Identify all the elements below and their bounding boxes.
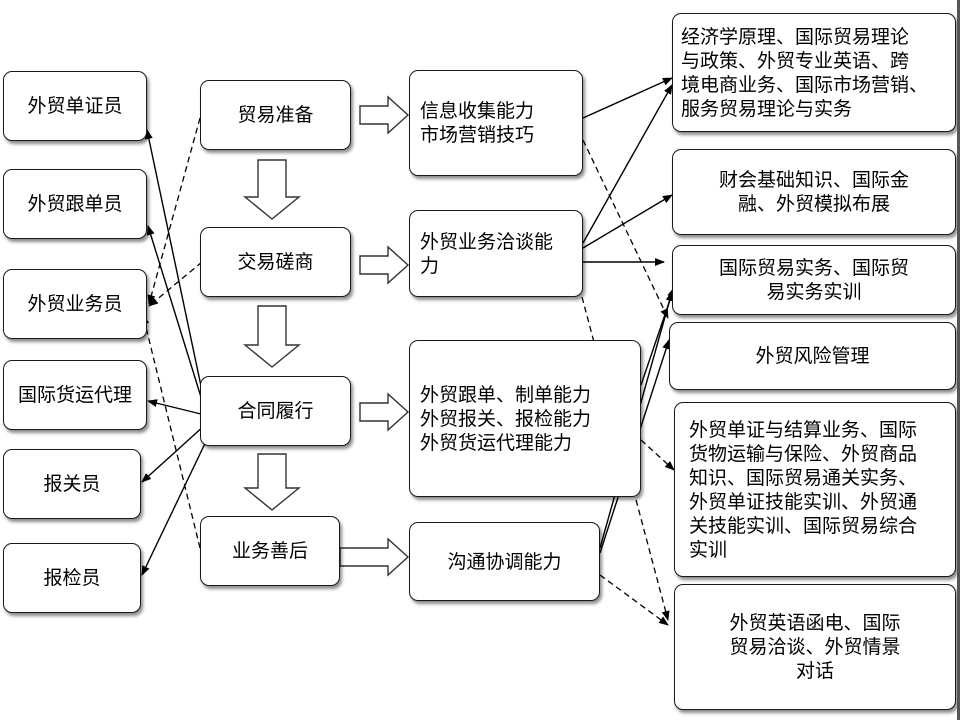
course-finance-accounting: 财会基础知识、国际金 融、外贸模拟布展 <box>672 149 956 235</box>
role-freight-agent: 国际货运代理 <box>3 360 147 430</box>
dashed-info-to-risk <box>582 139 669 319</box>
course-trade-practice: 国际贸易实务、国际贸 易实务实训 <box>672 245 956 315</box>
ability-communication: 沟通协调能力 <box>409 522 600 601</box>
right-arrow-4 <box>339 537 410 577</box>
down-arrow-2 <box>243 305 301 368</box>
right-arrow-2 <box>359 245 410 285</box>
course-risk-management: 外贸风险管理 <box>669 322 956 390</box>
down-arrow-1 <box>243 159 301 220</box>
stage-role-solid-arrows <box>141 129 211 576</box>
stage-trade-negotiation: 交易磋商 <box>200 227 351 297</box>
stage-trade-preparation: 贸易准备 <box>200 80 351 150</box>
course-business-english: 外贸英语函电、国际 贸易洽谈、外贸情景 对话 <box>674 584 956 710</box>
dashed-prep-to-sales <box>147 117 201 305</box>
arrow-negotiation-to-economics <box>582 84 673 244</box>
dashed-communication-to-english <box>599 574 669 626</box>
ability-business-negotiation: 外贸业务洽谈能 力 <box>409 210 583 297</box>
stage-role-dashed-arrows <box>141 117 203 549</box>
arrow-contract-to-customs-declarant <box>141 424 206 483</box>
ability-information-marketing: 信息收集能力 市场营销技巧 <box>409 70 583 176</box>
right-arrow-1 <box>359 95 410 135</box>
arrow-contract-to-freight-agent <box>147 399 206 416</box>
role-merchandiser: 外贸跟单员 <box>3 169 147 239</box>
stage-contract-performance: 合同履行 <box>200 376 351 446</box>
right-arrow-3 <box>359 392 410 432</box>
arrow-contract-to-merchandiser <box>146 225 206 411</box>
dashed-documents-to-customs-courses <box>640 439 675 471</box>
stage-after-sales: 业务善后 <box>200 516 340 586</box>
course-documents-customs-training: 外贸单证与结算业务、国际 货物运输与保险、外贸商品 知识、国际贸易通关实务、 外… <box>674 402 956 577</box>
arrow-info-to-economics <box>582 77 673 119</box>
ability-documents-customs-freight: 外贸跟单、制单能力 外贸报关、报检能力 外贸货运代理能力 <box>409 340 641 497</box>
role-inspection-declarant: 报检员 <box>3 543 141 613</box>
arrow-negotiation-to-finance <box>582 194 673 249</box>
role-customs-declarant: 报关员 <box>3 449 141 519</box>
dashed-negotiation-to-sales <box>148 261 203 307</box>
stage-flow-arrows <box>243 95 410 577</box>
role-documentation-clerk: 外贸单证员 <box>3 71 147 141</box>
role-sales-clerk: 外贸业务员 <box>3 269 147 339</box>
course-economics-theory: 经济学原理、国际贸易理论 与政策、外贸专业英语、跨 境电商业务、国际市场营销、 … <box>672 13 956 132</box>
page-edge-border <box>957 0 960 720</box>
arrow-contract-to-documentation-clerk <box>144 129 206 406</box>
down-arrow-3 <box>243 453 301 511</box>
arrow-contract-to-inspection-declarant <box>141 432 211 576</box>
